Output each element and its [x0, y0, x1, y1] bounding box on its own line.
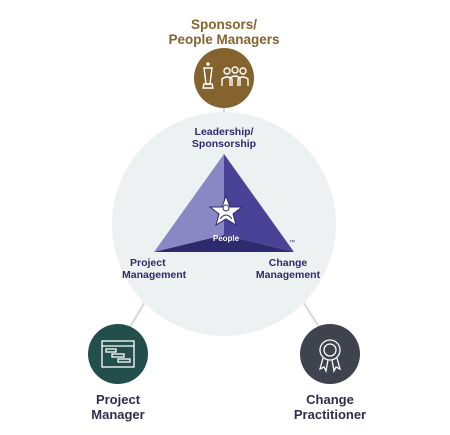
gantt-chart-icon [101, 340, 135, 368]
change-management-label: Change Management [248, 257, 328, 282]
change-practitioner-label-line1: Change [306, 392, 354, 407]
chess-king-and-people-icon [202, 62, 249, 89]
change-practitioner-icon-circle [300, 324, 360, 384]
change-management-label-line2: Management [255, 268, 321, 281]
sponsors-label-line1: Sponsors/ [190, 17, 257, 32]
project-manager-icon-circle [88, 324, 148, 384]
star-person-icon [208, 194, 244, 227]
change-management-label-line1: Change [268, 257, 308, 269]
connector-right [302, 301, 322, 331]
change-practitioner-label: Change Practitioner [280, 392, 380, 422]
project-management-label: Project Management [122, 257, 202, 282]
leadership-label: Leadership/ Sponsorship [174, 126, 274, 151]
pyramid-left-face [154, 154, 224, 252]
change-practitioner-label-line2: Practitioner [293, 406, 367, 422]
leadership-label-line2: Sponsorship [191, 137, 257, 150]
award-ribbon-icon [318, 339, 342, 374]
sponsors-label-line2: People Managers [168, 32, 280, 48]
project-manager-label-line2: Manager [91, 406, 145, 422]
pyramid-triangle [154, 154, 294, 252]
project-management-label-line1: Project [130, 257, 166, 269]
pyramid-right-face [224, 154, 294, 252]
project-management-label-line2: Management [122, 268, 187, 281]
trademark-mark: ™ [289, 239, 295, 246]
leadership-label-line1: Leadership/ [194, 126, 254, 138]
people-label: People [212, 234, 240, 243]
sponsors-icon-circle [194, 48, 254, 108]
pyramid-bottom-face [154, 235, 294, 252]
project-manager-label-line1: Project [95, 392, 141, 407]
connector-left [127, 301, 146, 331]
project-manager-label: Project Manager [68, 392, 168, 422]
sponsors-label: Sponsors/ People Managers [154, 17, 294, 47]
